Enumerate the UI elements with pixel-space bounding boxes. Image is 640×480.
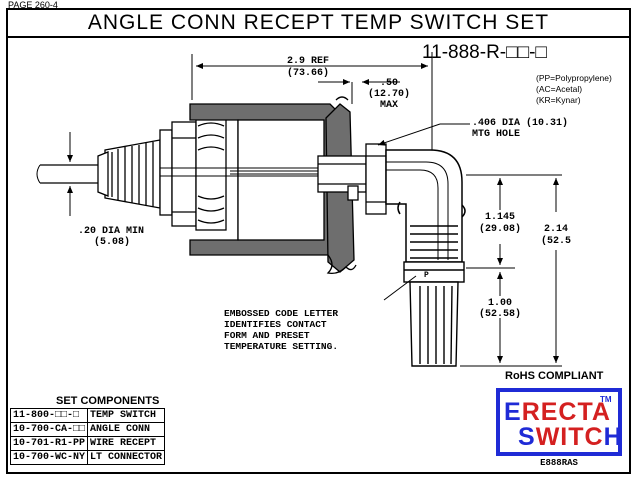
component-part: 10-701-R1-PP <box>9 436 89 451</box>
dim-h2-mm: (52.5 <box>540 236 571 247</box>
dim-h3-mm: (52.58) <box>478 309 521 320</box>
logo-line-1: ERECTA <box>504 398 611 426</box>
component-desc: LT CONNECTOR <box>87 450 166 465</box>
legend-line: (KR=Kynar) <box>536 95 581 105</box>
component-desc: ANGLE CONN <box>87 422 166 437</box>
note-line: TEMPERATURE SETTING. <box>224 341 339 352</box>
logo-tm: TM <box>600 395 612 404</box>
set-components-title: SET COMPONENTS <box>56 395 160 407</box>
dim-h3: 1.00 <box>487 298 512 309</box>
table-row: 10-700-CA-□□ANGLE CONN <box>9 422 166 437</box>
wire-receptacle <box>403 261 465 367</box>
rohs-label: RoHS COMPLIANT <box>505 370 604 382</box>
page-title: ANGLE CONN RECEPT TEMP SWITCH SET <box>87 11 550 34</box>
note-line: FORM AND PRESET <box>224 330 310 341</box>
erecta-switch-logo: ERECTA TM SWITCH <box>496 388 622 456</box>
internal-wiring <box>160 167 330 177</box>
dim-h2: 2.14 <box>543 224 568 235</box>
tank-wall <box>189 96 357 275</box>
note-line: EMBOSSED CODE LETTER <box>224 308 339 319</box>
title-box: ANGLE CONN RECEPT TEMP SWITCH SET <box>6 8 631 38</box>
part-number: 11-888-R-□□-□ <box>422 42 547 63</box>
component-part: 11-800-□□-□ <box>9 408 89 423</box>
angle-connector <box>385 149 466 263</box>
legend-line: (AC=Acetal) <box>536 84 583 94</box>
table-row: 11-800-□□-□TEMP SWITCH <box>9 408 166 423</box>
pin-letter: P <box>424 271 429 280</box>
lock-nut <box>159 117 227 231</box>
embossed-note: EMBOSSED CODE LETTER IDENTIFIES CONTACT … <box>224 308 338 352</box>
logo-code: E888RAS <box>540 458 578 468</box>
dim-mtg-hole-label: MTG HOLE <box>472 129 521 140</box>
drawing-frame <box>6 36 631 474</box>
dim-max-word: MAX <box>379 100 398 111</box>
dim-mtg-hole: .406 DIA (10.31) <box>472 118 569 129</box>
page-tag: PAGE 260-4 <box>8 0 58 10</box>
dim-max-mm: (12.70) <box>367 89 410 100</box>
component-part: 10-700-CA-□□ <box>9 422 89 437</box>
dim-dia-min-mm: (5.08) <box>94 237 131 248</box>
switch-stem <box>317 143 387 215</box>
dim-h1-mm: (29.08) <box>478 224 521 235</box>
dimension-lines <box>62 52 562 367</box>
dim-h1: 1.145 <box>484 212 515 223</box>
note-line: IDENTIFIES CONTACT <box>224 319 327 330</box>
component-part: 10-700-WC-NY <box>9 450 89 465</box>
set-components-table: 11-800-□□-□TEMP SWITCH 10-700-CA-□□ANGLE… <box>9 408 166 465</box>
legend-line: (PP=Polypropylene) <box>536 73 612 83</box>
logo-line-2: SWITCH <box>518 423 623 451</box>
dim-ref-label: 2.9 REF <box>286 56 329 67</box>
dim-ref-mm: (73.66) <box>286 68 329 79</box>
dim-max-label: .50 <box>379 78 398 89</box>
material-legend: (PP=Polypropylene) (AC=Acetal) (KR=Kynar… <box>536 73 612 106</box>
component-desc: WIRE RECEPT <box>87 436 166 451</box>
cable-gland <box>97 139 161 209</box>
component-desc: TEMP SWITCH <box>87 408 166 423</box>
dim-dia-min: .20 DIA MIN <box>78 226 145 237</box>
